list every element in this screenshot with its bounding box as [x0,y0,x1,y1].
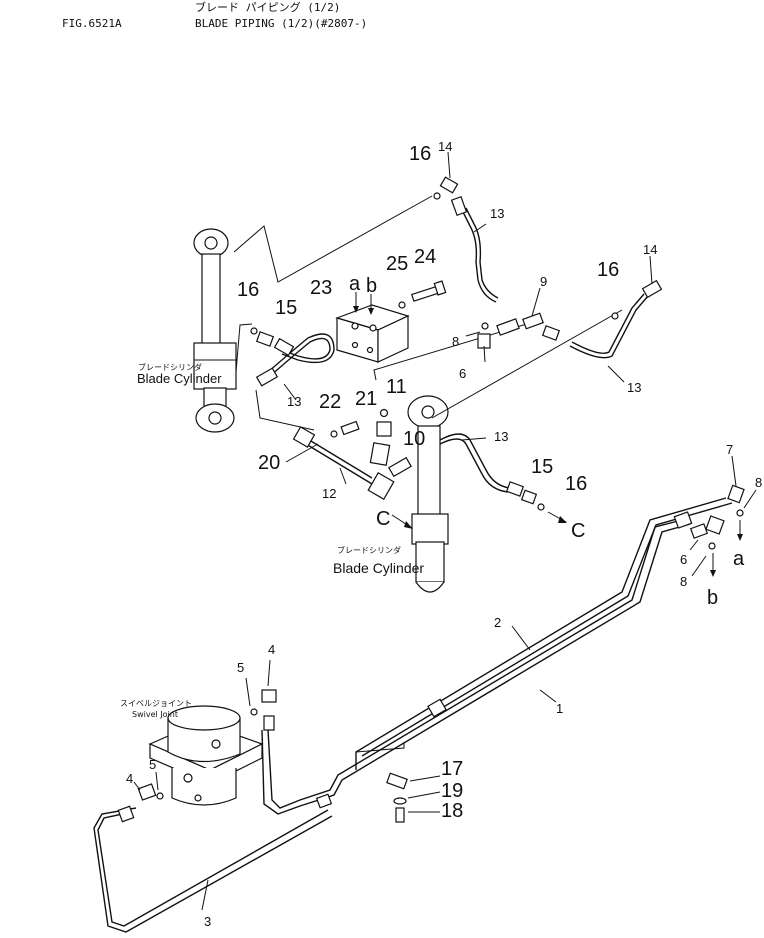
hose-13-left [269,337,331,377]
fitting-14-top [439,176,468,216]
leader-cyl1-top [233,195,433,283]
ref-c-left: C [376,508,390,530]
part-number-1: 1 [556,701,563,716]
part-number-16-top: 16 [409,143,431,165]
part-number-5-left: 5 [149,757,156,772]
part-number-9: 9 [540,274,547,289]
part-number-7: 7 [726,442,733,457]
part-number-14-right: 14 [643,242,657,257]
part-number-8-right-bottom: 8 [680,574,687,589]
figure-number: FIG.6521A [62,17,122,30]
ref-a-right: a [733,548,745,570]
leader-12-cluster [255,389,315,431]
bolt-24 [411,280,447,302]
blade-cylinder-right-label-en: Blade Cylinder [333,560,424,576]
fittings-swivel [137,689,277,801]
part-number-10: 10 [403,428,425,450]
ref-b-block: b [366,275,377,297]
part-number-16-left: 16 [237,279,259,301]
swivel-joint-label-en: Swivel Joint [132,710,178,719]
part-number-15-left: 15 [275,297,297,319]
part-number-12: 12 [322,486,336,501]
part-number-16-lower: 16 [565,473,587,495]
leader-cyl1-bottom [235,323,253,373]
part-number-4-top: 4 [268,642,275,657]
blade-cylinder-left-label-en: Blade Cylinder [137,371,222,386]
part-number-13-top: 13 [490,206,504,221]
title-japanese: ブレード パイピング (1/2) [195,0,340,14]
part-number-11: 11 [386,376,407,398]
ref-b-right: b [707,587,718,609]
hose-end-left [255,337,295,387]
fitting-15-left [255,331,275,347]
washer-25 [398,301,406,309]
fitting-15-right [505,481,538,505]
hose-13-top [461,209,497,303]
part-number-2: 2 [494,615,501,630]
fitting-14-right [641,279,663,299]
part-number-23: 23 [310,277,332,299]
part-number-13-lower: 13 [494,429,508,444]
part-number-22: 22 [319,391,341,413]
fitting-6-8-block [477,322,491,349]
leader-cyl2-top [431,309,623,419]
hose-13-right-lower [439,433,511,489]
oring-16-top [433,192,441,200]
fitting-10-11 [369,408,392,466]
ref-c-right: C [571,520,585,542]
hose-13-right-upper [569,295,649,359]
part-number-8-center: 8 [452,334,459,349]
part-number-19: 19 [441,780,463,802]
valve-block [335,304,410,363]
title-english: BLADE PIPING (1/2)(#2807-) [195,17,367,30]
part-number-6-center: 6 [459,366,466,381]
part-number-21: 21 [355,388,377,410]
part-number-13-left: 13 [287,394,301,409]
part-number-18: 18 [441,800,463,822]
part-number-24: 24 [414,246,436,268]
blade-cylinder-right-label-jp: ブレードシリンダ [337,545,401,555]
part-number-17: 17 [441,758,463,780]
part-number-13-right: 13 [627,380,641,395]
fitting-9 [496,312,561,341]
part-number-15-right: 15 [531,456,553,478]
tube-1-2 [261,497,733,815]
leader-lines [133,151,757,911]
blade-cylinder-right [407,395,449,593]
part-number-20: 20 [258,452,280,474]
clamp-leader [355,742,405,753]
swivel-joint-label-jp: スイベルジョイント [120,699,192,708]
part-number-25: 25 [386,253,408,275]
oring-16-right [611,312,619,320]
part-number-6-right: 6 [680,552,687,567]
part-number-3: 3 [204,914,211,929]
part-number-8-right-top: 8 [755,475,762,490]
ref-a-block: a [349,273,361,295]
fittings-right-6-7-8 [689,484,745,550]
part-number-16-right: 16 [597,259,619,281]
part-number-14-top: 14 [438,139,452,154]
part-number-4-left: 4 [126,771,133,786]
bolt-21-22 [330,420,360,438]
swivel-joint [148,705,264,806]
blade-cylinder-left-label-jp: ブレードシリンダ [138,362,202,372]
oring-16-left [250,327,258,335]
clamp-17-18-19 [386,772,441,823]
tube-3 [97,809,329,927]
oring-16-c [537,503,545,511]
blade-cylinder-left [193,228,237,433]
tube-12 [292,426,412,500]
part-number-5-top: 5 [237,660,244,675]
